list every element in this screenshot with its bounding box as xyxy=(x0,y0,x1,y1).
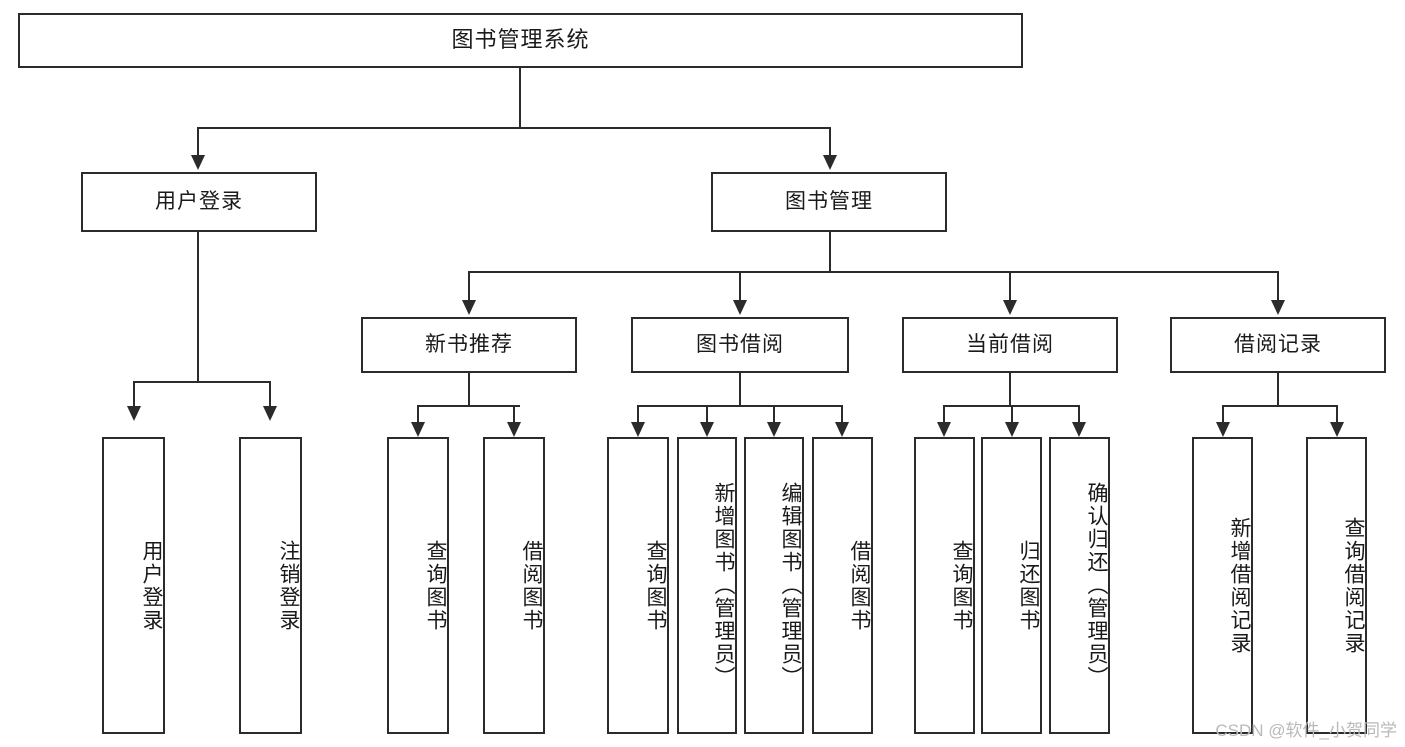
arrow-borrow-record-to-leaf2 xyxy=(1330,422,1344,437)
edge-book-manage-bus xyxy=(468,271,1279,273)
node-leaf-return-book[interactable]: 归还图书 xyxy=(981,437,1042,734)
edge-new-book-to-leaf2 xyxy=(513,405,515,425)
edge-borrow-record-to-leaf1 xyxy=(1222,405,1224,425)
node-user-login-label: 用户登录 xyxy=(155,190,243,214)
node-book-manage[interactable]: 图书管理 xyxy=(711,172,947,232)
node-new-book-recommend-label: 新书推荐 xyxy=(425,333,513,357)
node-leaf-logout[interactable]: 注销登录 xyxy=(239,437,302,734)
node-current-borrow[interactable]: 当前借阅 xyxy=(902,317,1118,373)
arrow-user-login-to-leaf2 xyxy=(263,406,277,421)
edge-borrow-record-bus xyxy=(1222,405,1336,407)
edge-book-manage-to-book-borrow xyxy=(739,271,741,303)
arrow-current-borrow-to-leaf1 xyxy=(937,422,951,437)
arrow-book-manage-to-current-borrow xyxy=(1003,300,1017,315)
arrow-borrow-record-to-leaf1 xyxy=(1216,422,1230,437)
arrow-current-borrow-to-leaf2 xyxy=(1005,422,1019,437)
node-leaf-confirm-return-admin-label: 确认归还（管理员） xyxy=(1085,482,1108,689)
node-leaf-borrow-book-2-label: 借阅图书 xyxy=(848,539,871,632)
node-leaf-query-book-1-label: 查询图书 xyxy=(424,539,447,632)
arrow-book-borrow-to-leaf4 xyxy=(835,422,849,437)
node-leaf-logout-label: 注销登录 xyxy=(277,539,300,632)
node-leaf-query-borrow-record[interactable]: 查询借阅记录 xyxy=(1306,437,1367,734)
edge-current-borrow-to-leaf1 xyxy=(943,405,945,425)
edge-current-borrow-to-leaf3 xyxy=(1078,405,1080,425)
node-leaf-query-book-1[interactable]: 查询图书 xyxy=(387,437,449,734)
node-leaf-edit-book-admin[interactable]: 编辑图书（管理员） xyxy=(744,437,804,734)
edge-current-borrow-to-leaf2 xyxy=(1011,405,1013,425)
node-leaf-add-book-admin-label: 新增图书（管理员） xyxy=(712,482,735,689)
edge-borrow-record-to-leaf2 xyxy=(1336,405,1338,425)
node-book-manage-label: 图书管理 xyxy=(785,190,873,214)
node-book-borrow[interactable]: 图书借阅 xyxy=(631,317,849,373)
node-borrow-record[interactable]: 借阅记录 xyxy=(1170,317,1386,373)
arrow-root-to-user-login xyxy=(191,155,205,170)
edge-root-to-user-login xyxy=(197,127,199,159)
node-leaf-add-borrow-record[interactable]: 新增借阅记录 xyxy=(1192,437,1253,734)
node-leaf-query-book-3[interactable]: 查询图书 xyxy=(914,437,975,734)
arrow-book-manage-to-new-book xyxy=(462,300,476,315)
edge-book-borrow-to-leaf4 xyxy=(841,405,843,425)
edge-user-login-bus xyxy=(133,381,270,383)
arrow-book-borrow-to-leaf2 xyxy=(700,422,714,437)
edge-borrow-record-trunk xyxy=(1277,373,1279,406)
edge-book-manage-trunk xyxy=(829,232,831,272)
node-leaf-return-book-label: 归还图书 xyxy=(1017,539,1040,632)
arrow-root-to-book-manage xyxy=(823,155,837,170)
node-current-borrow-label: 当前借阅 xyxy=(966,333,1054,357)
node-root-system[interactable]: 图书管理系统 xyxy=(18,13,1023,68)
node-leaf-add-book-admin[interactable]: 新增图书（管理员） xyxy=(677,437,737,734)
edge-new-book-bus xyxy=(417,405,520,407)
arrow-book-manage-to-book-borrow xyxy=(733,300,747,315)
edge-book-borrow-trunk xyxy=(739,373,741,406)
node-leaf-edit-book-admin-label: 编辑图书（管理员） xyxy=(779,482,802,689)
edge-new-book-to-leaf1 xyxy=(417,405,419,425)
edge-book-borrow-bus xyxy=(637,405,843,407)
arrow-new-book-to-leaf1 xyxy=(411,422,425,437)
node-new-book-recommend[interactable]: 新书推荐 xyxy=(361,317,577,373)
node-leaf-borrow-book-1-label: 借阅图书 xyxy=(520,539,543,632)
edge-root-to-book-manage xyxy=(829,127,831,159)
arrow-book-borrow-to-leaf1 xyxy=(631,422,645,437)
node-borrow-record-label: 借阅记录 xyxy=(1234,333,1322,357)
node-leaf-query-book-3-label: 查询图书 xyxy=(950,539,973,632)
node-book-borrow-label: 图书借阅 xyxy=(696,333,784,357)
edge-current-borrow-trunk xyxy=(1009,373,1011,406)
edge-user-login-to-leaf2 xyxy=(269,381,271,409)
arrow-current-borrow-to-leaf3 xyxy=(1072,422,1086,437)
node-leaf-borrow-book-2[interactable]: 借阅图书 xyxy=(812,437,873,734)
edge-root-trunk xyxy=(519,68,521,128)
node-leaf-borrow-book-1[interactable]: 借阅图书 xyxy=(483,437,545,734)
edge-book-borrow-to-leaf3 xyxy=(773,405,775,425)
arrow-book-borrow-to-leaf3 xyxy=(767,422,781,437)
node-leaf-query-book-2-label: 查询图书 xyxy=(644,539,667,632)
node-root-system-label: 图书管理系统 xyxy=(451,27,590,53)
edge-book-borrow-to-leaf1 xyxy=(637,405,639,425)
edge-book-manage-to-current-borrow xyxy=(1009,271,1011,303)
edge-book-borrow-to-leaf2 xyxy=(706,405,708,425)
edge-book-manage-to-borrow-record xyxy=(1277,271,1279,303)
node-leaf-user-login[interactable]: 用户登录 xyxy=(102,437,165,734)
arrow-new-book-to-leaf2 xyxy=(507,422,521,437)
edge-root-bus xyxy=(197,127,831,129)
edge-new-book-trunk xyxy=(468,373,470,406)
node-user-login[interactable]: 用户登录 xyxy=(81,172,317,232)
arrow-book-manage-to-borrow-record xyxy=(1271,300,1285,315)
node-leaf-query-borrow-record-label: 查询借阅记录 xyxy=(1342,516,1365,655)
node-leaf-confirm-return-admin[interactable]: 确认归还（管理员） xyxy=(1049,437,1110,734)
arrow-user-login-to-leaf1 xyxy=(127,406,141,421)
node-leaf-add-borrow-record-label: 新增借阅记录 xyxy=(1228,516,1251,655)
edge-user-login-to-leaf1 xyxy=(133,381,135,409)
edge-book-manage-to-new-book xyxy=(468,271,470,303)
node-leaf-user-login-label: 用户登录 xyxy=(140,539,163,632)
edge-user-login-trunk xyxy=(197,232,199,382)
node-leaf-query-book-2[interactable]: 查询图书 xyxy=(607,437,669,734)
